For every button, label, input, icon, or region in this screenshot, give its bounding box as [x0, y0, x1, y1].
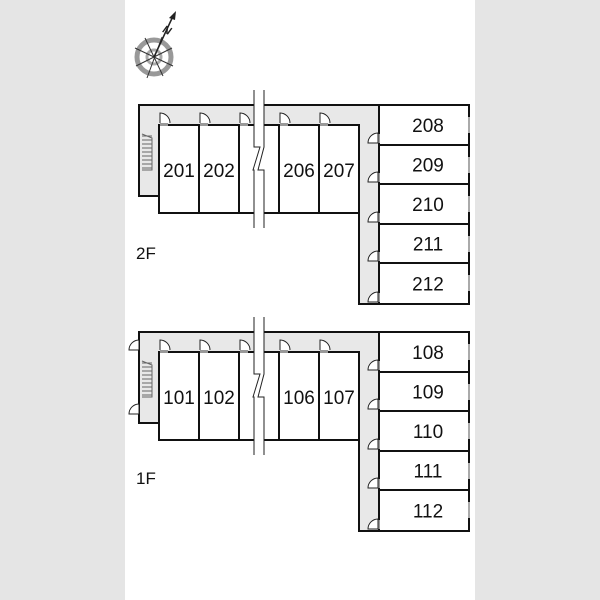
- door-icon: [159, 112, 171, 124]
- door-icon: [367, 132, 379, 144]
- door-icon: [367, 518, 379, 530]
- door-frame: [160, 123, 168, 126]
- door-frame: [280, 350, 288, 353]
- door-icon: [319, 112, 331, 124]
- door-frame: [160, 350, 168, 353]
- door-frame: [280, 123, 288, 126]
- room-number-106: 106: [283, 388, 315, 409]
- north-arrow: [153, 13, 175, 58]
- stairs-icon: [141, 133, 153, 171]
- door-icon: [367, 438, 379, 450]
- compass: N: [134, 11, 176, 79]
- room-number-212: 212: [412, 275, 444, 296]
- door-frame: [320, 123, 328, 126]
- door-frame: [200, 350, 208, 353]
- floor-1f: 101 102 106 107 108 109 110 111 112 1F: [128, 317, 470, 532]
- door-icon: [367, 477, 379, 489]
- door-frame: [200, 123, 208, 126]
- door-frame: [240, 350, 248, 353]
- room-number-202: 202: [203, 161, 235, 182]
- door-icon: [367, 171, 379, 183]
- door-icon: [239, 339, 251, 351]
- door-icon: [279, 339, 291, 351]
- door-icon: [319, 339, 331, 351]
- room-number-201: 201: [163, 161, 195, 182]
- break-line-icon: [252, 317, 265, 455]
- unit-outline: [378, 262, 470, 305]
- stairs-icon: [141, 360, 153, 398]
- room-number-207: 207: [323, 161, 355, 182]
- room-number-209: 209: [412, 156, 444, 177]
- compass-north-label: N: [161, 24, 174, 39]
- room-number-107: 107: [323, 388, 355, 409]
- break-line-icon: [252, 90, 265, 228]
- room-number-111: 111: [414, 462, 443, 483]
- compass-inner-ring: [145, 48, 163, 66]
- unit-outline: [158, 124, 200, 214]
- door-icon: [367, 211, 379, 223]
- room-number-211: 211: [413, 235, 443, 256]
- door-icon: [159, 339, 171, 351]
- door-icon: [367, 398, 379, 410]
- room-number-110: 110: [413, 422, 443, 443]
- room-number-208: 208: [412, 116, 444, 137]
- door-icon: [367, 291, 379, 303]
- door-icon: [199, 112, 211, 124]
- room-number-112: 112: [413, 502, 443, 523]
- unit-outline: [318, 351, 360, 441]
- door-icon: [199, 339, 211, 351]
- unit-outline: [378, 450, 470, 491]
- unit-outline: [378, 489, 470, 532]
- door-frame: [240, 123, 248, 126]
- floor-label: 2F: [136, 244, 156, 263]
- door-icon: [279, 112, 291, 124]
- floor-2f: 201 202 206 207 208 209 210 211 212 2F: [136, 90, 470, 305]
- entrance-door-icon: [128, 339, 140, 351]
- door-icon: [367, 250, 379, 262]
- compass-ring: [134, 37, 174, 77]
- room-number-108: 108: [412, 343, 444, 364]
- unit-outline: [318, 124, 360, 214]
- room-number-210: 210: [412, 195, 444, 216]
- floor-label: 1F: [136, 469, 156, 488]
- door-icon: [367, 359, 379, 371]
- room-number-109: 109: [412, 383, 444, 404]
- entrance-door-icon: [128, 403, 140, 415]
- room-number-206: 206: [283, 161, 315, 182]
- door-icon: [239, 112, 251, 124]
- door-frame: [320, 350, 328, 353]
- unit-outline: [378, 183, 470, 225]
- unit-outline: [158, 351, 200, 441]
- north-arrow-head: [169, 11, 176, 20]
- unit-outline: [378, 223, 470, 264]
- room-number-102: 102: [203, 388, 235, 409]
- room-number-101: 101: [163, 388, 195, 409]
- unit-outline: [378, 144, 470, 185]
